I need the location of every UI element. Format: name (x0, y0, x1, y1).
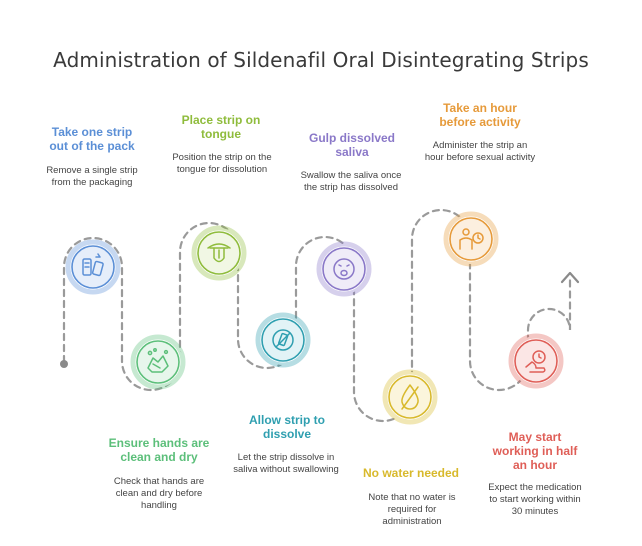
step-5-node (316, 241, 372, 297)
step-3-description: Position the strip on the tongue for dis… (172, 152, 272, 175)
page-title: Administration of Sildenafil Oral Disint… (53, 48, 589, 72)
step-1-description: Remove a single strip from the packaging (46, 165, 138, 188)
step-4-title: Allow strip to dissolve (249, 413, 325, 441)
no-water-icon (401, 384, 419, 410)
step-4-node (255, 312, 311, 368)
step-5-description: Swallow the saliva once the strip has di… (300, 170, 402, 193)
step-7-title: Take an hour before activity (439, 101, 521, 129)
step-5-title: Gulp dissolved saliva (308, 131, 395, 159)
dashed-connector (62, 208, 572, 423)
tongue-icon (207, 243, 231, 263)
step-6-node (382, 369, 438, 425)
path-end-arrow (560, 271, 580, 284)
step-1-title: Take one strip out of the pack (49, 125, 135, 153)
person-clock-icon (459, 228, 484, 250)
step-3-title: Place strip on tongue (181, 113, 261, 141)
step-2-node (130, 334, 186, 390)
step-2-title: Ensure hands are clean and dry (108, 436, 210, 464)
step-7-description: Administer the strip an hour before sexu… (424, 140, 536, 163)
step-8-description: Expect the medication to start working w… (488, 482, 582, 517)
step-2-description: Check that hands are clean and dry befor… (113, 476, 205, 511)
hand-washing-icon (147, 348, 169, 373)
step-3-node (191, 225, 247, 281)
step-1-node (65, 239, 121, 295)
swallow-face-icon (333, 258, 355, 280)
path-start-dot (60, 360, 68, 368)
step-8-node (508, 333, 564, 389)
hand-timer-icon (525, 350, 546, 373)
step-6-title: No water needed (362, 466, 460, 480)
strip-pack-icon (82, 253, 104, 277)
step-7-node (443, 211, 499, 267)
step-6-description: Note that no water is required for admin… (368, 492, 456, 527)
step-4-description: Let the strip dissolve in saliva without… (233, 452, 339, 475)
no-swallow-icon (272, 329, 294, 351)
step-8-title: May start working in half an hour (492, 430, 578, 472)
